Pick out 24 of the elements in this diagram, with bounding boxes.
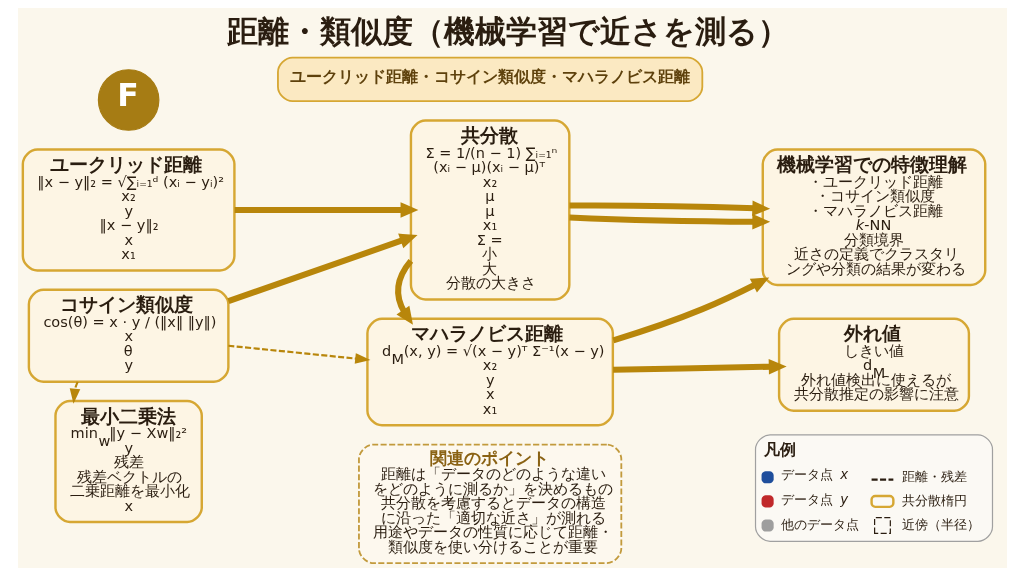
node-circle: F: [97, 69, 159, 131]
arrow: [227, 344, 370, 364]
arrow: [69, 381, 80, 404]
diagram-title: 距離・類似度（機械学習で近さを測る）: [226, 12, 789, 49]
arrow: [568, 214, 770, 230]
arrow: [394, 259, 413, 325]
node-box: ユークリッド距離・コサイン類似度・マハラノビス距離: [276, 56, 703, 103]
legend-label: 他のデータ点: [780, 516, 859, 532]
legend-label: データ点 x: [780, 467, 848, 483]
arrow: [612, 358, 787, 375]
arrow: [226, 233, 418, 305]
arrow: [611, 277, 769, 344]
arrow: [568, 200, 770, 216]
node-box: ユークリッド距離 ‖x − y‖₂ = √∑ᵢ₌₁ᵈ (xᵢ − yᵢ)² x₂ y ‖x − y‖₂ x x₁: [21, 148, 236, 272]
legend-label: 距離・残差: [901, 468, 967, 484]
node-box: 共分散 Σ = 1/(n − 1) ∑ᵢ₌₁ⁿ (xᵢ − μ)(xᵢ − μ)ᵀ x₂ μ μ x₁ Σ = 小 大 分散の大きさ: [409, 119, 571, 301]
node-box: 関連のポイント 距離は「データのどのような違いをどのように測るか」を決めるもの 共分散を考慮するとデータの構造に沿った「適切な近さ」が測れる 用途やデータの性質に応じて距離・類似度を使い分けることが重要: [357, 443, 622, 564]
node-box: コサイン類似度 cos(θ) = x · y / (‖x‖ ‖y‖) x θ y: [27, 288, 230, 383]
legend-label: データ点 y: [780, 491, 848, 507]
label: 凡例: [763, 439, 796, 459]
node-box: 機械学習での特徴理解 ・ユークリッド距離 ・コサイン類似度 ・マハラノビス距離 k-NN 分類境界 近さの定義でクラスタリングや分類の結果が変わる: [761, 148, 986, 287]
legend-label: 近傍（半径）: [901, 516, 980, 532]
legend-label: 共分散楕円: [901, 492, 967, 508]
arrow: [234, 202, 418, 218]
